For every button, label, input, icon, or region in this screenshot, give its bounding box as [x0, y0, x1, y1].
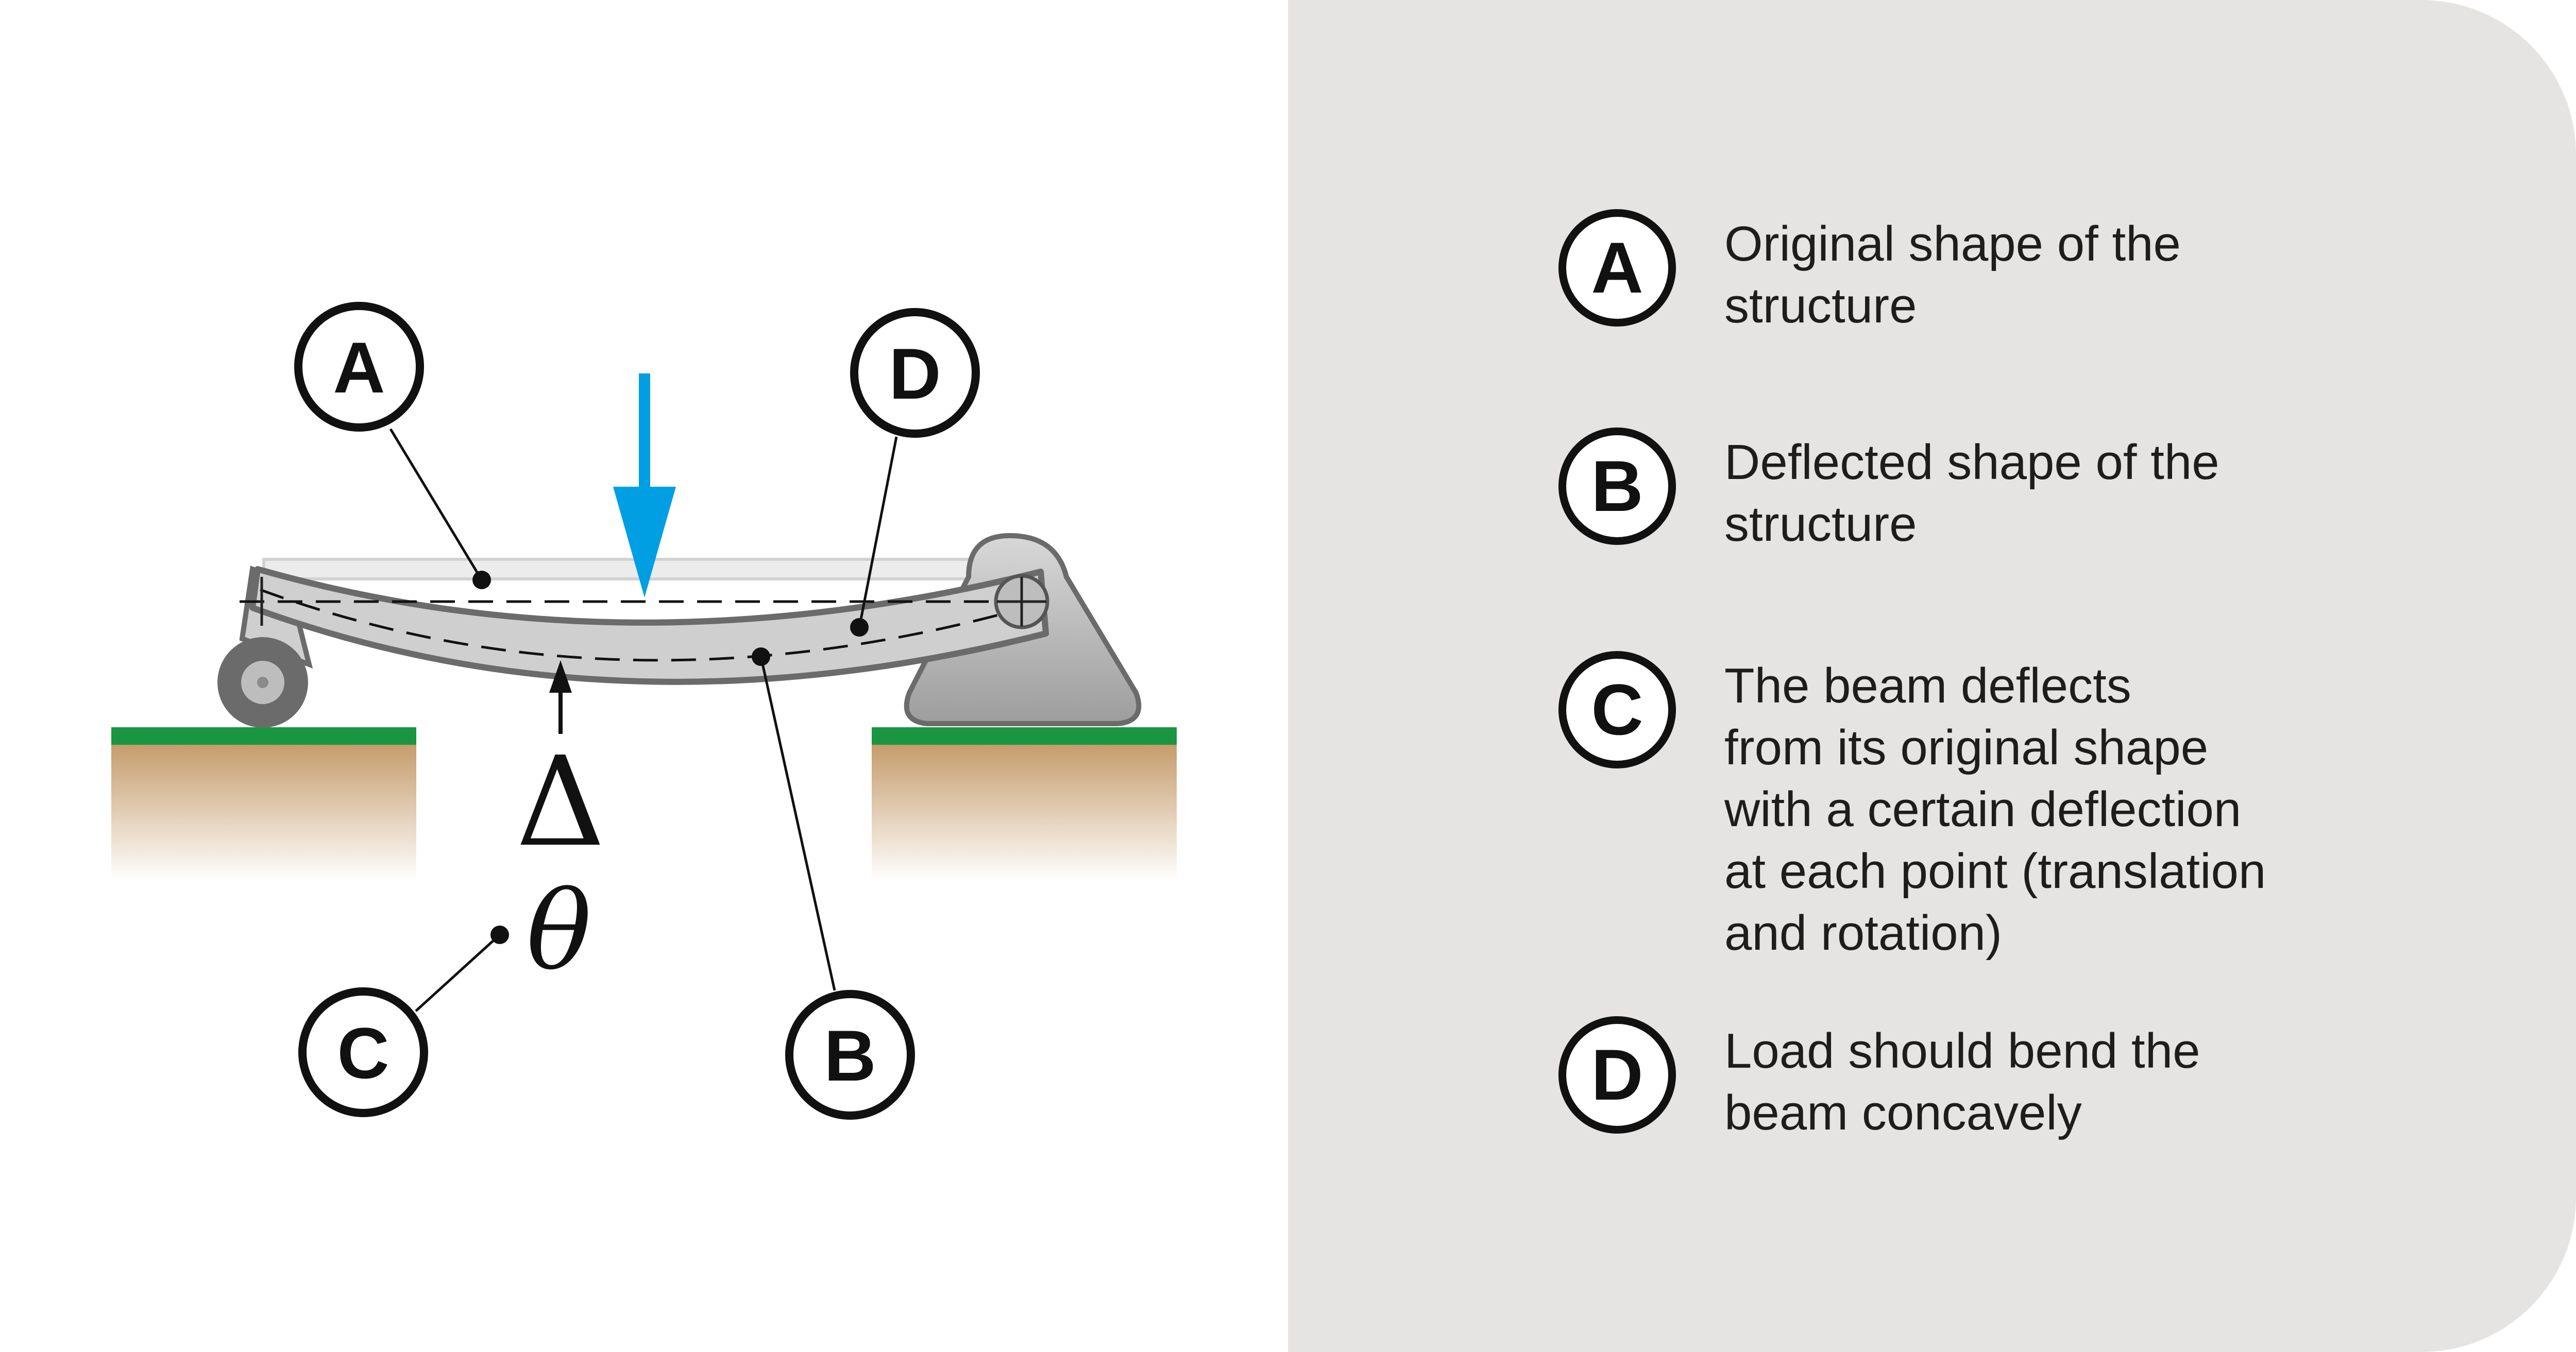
- legend-text-c: The beam deflects from its original shap…: [1724, 658, 2266, 961]
- callout-c: C: [298, 987, 428, 1117]
- deflection-arrow: [549, 660, 572, 734]
- callout-c-label: C: [337, 1013, 389, 1093]
- leader-lines: [389, 428, 898, 1012]
- left-ground: [111, 727, 416, 881]
- legend-text-b: Deflected shape of the structure: [1724, 435, 2219, 552]
- legend-item-c: C The beam deflects from its original sh…: [1558, 651, 2317, 964]
- callout-d-label: D: [889, 333, 941, 414]
- callout-b-label: B: [824, 1015, 876, 1096]
- callout-d: D: [850, 308, 980, 438]
- legend-panel: A Original shape of the structure B Defl…: [1288, 0, 2576, 1352]
- legend-badge-b: B: [1558, 427, 1676, 545]
- legend-badge-a: A: [1558, 209, 1676, 327]
- legend-text-d: Load should bend the beam concavely: [1724, 1023, 2200, 1140]
- deflected-beam: [249, 566, 1049, 685]
- roller-axle: [257, 677, 268, 688]
- callout-a: A: [294, 302, 424, 432]
- rotation-symbol: θ: [527, 868, 591, 994]
- callout-b: B: [785, 990, 915, 1120]
- legend-item-a: A Original shape of the structure: [1558, 209, 2317, 337]
- legend-item-b: B Deflected shape of the structure: [1558, 427, 2317, 555]
- legend-badge-c: C: [1558, 651, 1676, 768]
- callout-a-label: A: [333, 327, 385, 408]
- load-arrow: [613, 373, 676, 597]
- legend-text-a: Original shape of the structure: [1724, 216, 2181, 333]
- deflection-symbol: Δ: [516, 730, 605, 874]
- deflected-axis-line: [260, 588, 1026, 662]
- legend-badge-d: D: [1558, 1016, 1676, 1134]
- right-ground: [872, 727, 1177, 881]
- legend-item-d: D Load should bend the beam concavely: [1558, 1016, 2317, 1144]
- leader-dots: [472, 571, 869, 944]
